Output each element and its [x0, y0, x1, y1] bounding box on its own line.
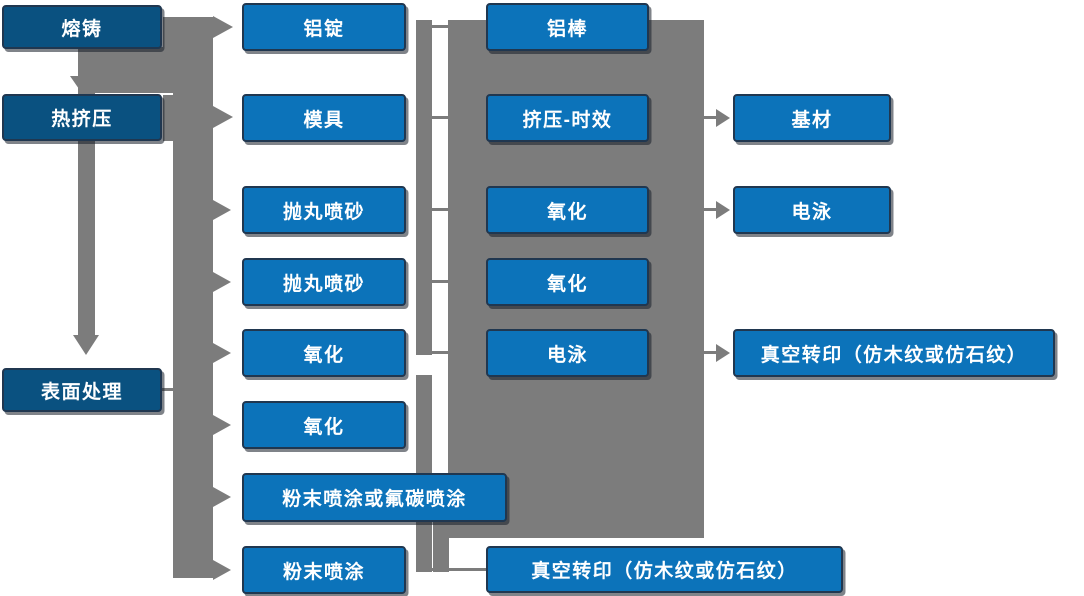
node-shot-blasting-2-label: 抛丸喷砂	[282, 273, 365, 295]
node-vacuum-transfer-right-label: 真空转印（仿木纹或仿石纹）	[760, 344, 1028, 366]
node-electrophoresis-2: 电泳	[733, 186, 891, 234]
arrow-into-shot-blasting-2-icon	[213, 272, 231, 292]
connector-vertical-main	[173, 17, 213, 578]
node-base-material-label: 基材	[791, 109, 833, 131]
node-aluminum-rod: 铝棒	[486, 3, 649, 51]
stub-electrophoresis-to-vacuum	[704, 351, 717, 354]
arrow-into-vacuum-transfer-right-icon	[716, 344, 730, 362]
node-hot-extrusion-label: 热挤压	[51, 109, 113, 130]
node-oxidation-4: 氧化	[486, 258, 649, 306]
link-line-row8	[416, 568, 488, 571]
node-vacuum-transfer-right: 真空转印（仿木纹或仿石纹）	[733, 329, 1055, 377]
node-mold-label: 模具	[303, 109, 345, 131]
node-oxidation-1: 氧化	[242, 329, 406, 377]
link-line-row5	[430, 351, 450, 354]
node-electrophoresis-1: 电泳	[486, 329, 649, 377]
node-base-material: 基材	[733, 94, 891, 142]
node-powder-or-fluorocarbon-coating-label: 粉末喷涂或氟碳喷涂	[282, 489, 467, 510]
connector-vertical-left	[78, 47, 95, 335]
link-line-row4	[430, 280, 450, 283]
arrow-into-powder-or-fluorocarbon-icon	[213, 487, 231, 507]
node-electrophoresis-2-label: 电泳	[791, 201, 833, 223]
node-oxidation-3: 氧化	[486, 186, 649, 234]
arrow-into-oxidation-1-icon	[213, 343, 231, 363]
node-vacuum-transfer-bottom-label: 真空转印（仿木纹或仿石纹）	[531, 561, 798, 582]
link-line-row3	[430, 208, 450, 211]
link-line-row2	[430, 116, 450, 119]
arrow-into-surface-treatment-icon	[73, 335, 99, 355]
node-vacuum-transfer-bottom: 真空转印（仿木纹或仿石纹）	[486, 546, 843, 593]
node-oxidation-1-label: 氧化	[303, 344, 345, 366]
node-surface-treatment-label: 表面处理	[40, 381, 123, 403]
arrow-into-electrophoresis-2-icon	[716, 201, 730, 219]
node-shot-blasting-1: 抛丸喷砂	[242, 186, 406, 234]
connector-surface-treatment-link	[162, 388, 175, 391]
node-shot-blasting-2: 抛丸喷砂	[242, 258, 406, 306]
stub-extrusion-aging-to-base	[704, 116, 717, 119]
node-powder-coating: 粉末喷涂	[242, 546, 406, 594]
node-aluminum-ingot: 铝锭	[242, 3, 406, 51]
arrow-into-aluminum-ingot-icon	[213, 16, 233, 38]
node-oxidation-4-label: 氧化	[546, 273, 588, 295]
arrow-into-shot-blasting-1-icon	[213, 200, 231, 220]
node-extrusion-aging: 挤压-时效	[486, 94, 649, 142]
node-casting-label: 熔铸	[61, 18, 103, 40]
arrow-into-base-material-icon	[716, 109, 730, 127]
node-shot-blasting-1-label: 抛丸喷砂	[282, 201, 365, 223]
node-surface-treatment: 表面处理	[2, 368, 162, 412]
connector-bar-upper	[416, 20, 432, 355]
node-oxidation-3-label: 氧化	[546, 201, 588, 223]
node-aluminum-rod-label: 铝棒	[546, 18, 588, 40]
link-line-row1	[430, 25, 450, 28]
arrow-into-oxidation-2-icon	[213, 415, 231, 435]
node-oxidation-2: 氧化	[242, 401, 406, 449]
node-aluminum-ingot-label: 铝锭	[303, 18, 345, 40]
node-extrusion-aging-label: 挤压-时效	[522, 109, 613, 131]
arrow-into-mold-icon	[213, 106, 233, 128]
node-mold: 模具	[242, 94, 406, 142]
arrow-into-powder-coating-icon	[213, 560, 231, 580]
node-hot-extrusion: 热挤压	[2, 94, 162, 141]
node-casting: 熔铸	[2, 5, 162, 49]
stub-oxidation-to-electrophoresis	[704, 208, 717, 211]
node-electrophoresis-1-label: 电泳	[546, 344, 588, 366]
node-powder-or-fluorocarbon-coating: 粉末喷涂或氟碳喷涂	[242, 473, 507, 522]
node-oxidation-2-label: 氧化	[303, 416, 345, 438]
node-powder-coating-label: 粉末喷涂	[282, 561, 365, 583]
